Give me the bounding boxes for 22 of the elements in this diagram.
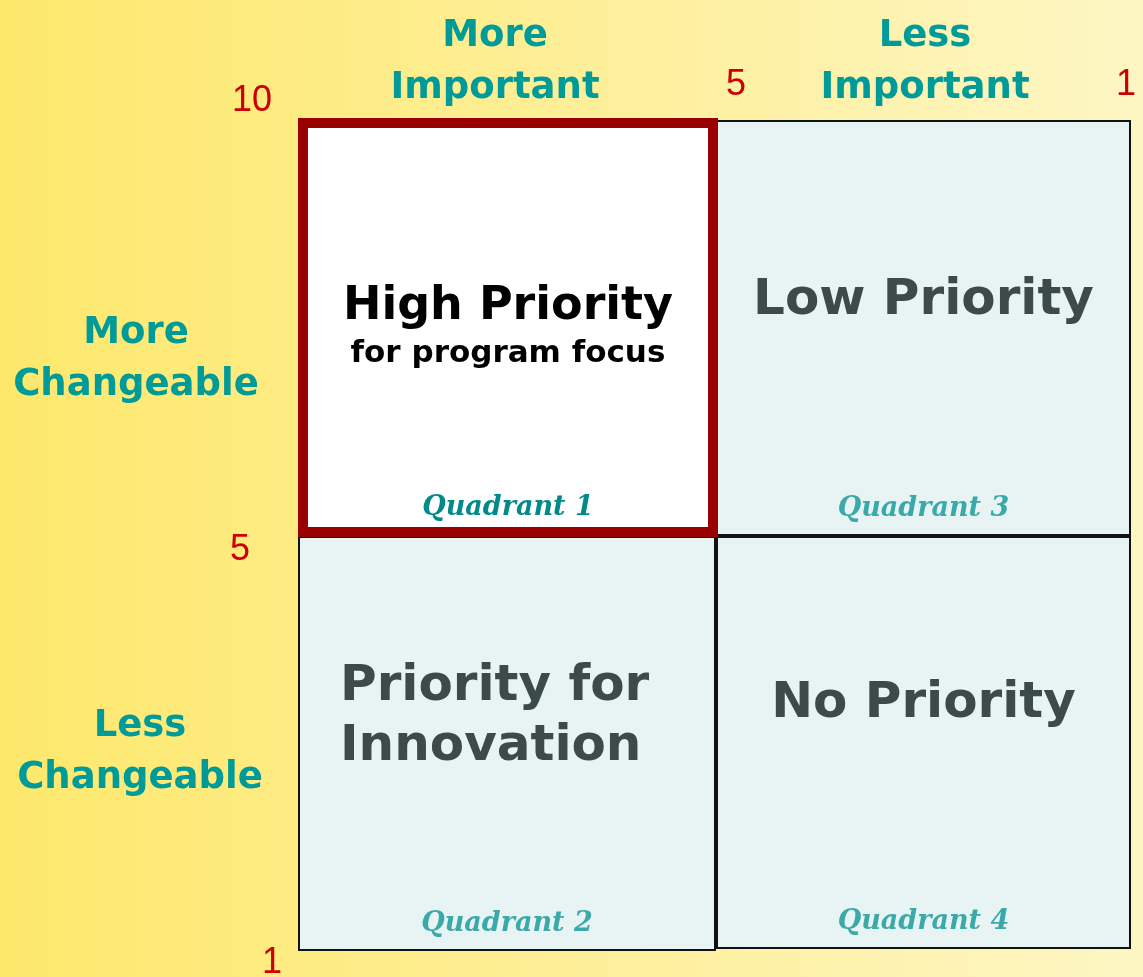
quadrant-box: [298, 536, 716, 951]
scale-number: 5: [726, 62, 747, 104]
quadrant-box: [298, 118, 718, 537]
scale-number: 5: [230, 527, 251, 569]
priority-subheading: for program focus: [349, 333, 667, 369]
quadrant-box: [716, 536, 1131, 949]
priority-heading: No Priority: [770, 670, 1077, 730]
priority-heading: Low Priority: [752, 267, 1095, 327]
priority-heading: Priority for Innovation: [339, 653, 651, 773]
quadrant-box: [716, 120, 1131, 536]
scale-number: 10: [232, 78, 273, 120]
axis-label: Less Important: [819, 11, 1031, 109]
quadrant-label: Quadrant 2: [420, 906, 594, 937]
scale-number: 1: [262, 940, 283, 977]
axis-label: More Changeable: [12, 308, 260, 406]
priority-heading: High Priority: [341, 275, 675, 332]
axis-label: Less Changeable: [16, 701, 264, 799]
quadrant-label: Quadrant 1: [421, 490, 595, 521]
quadrant-label: Quadrant 4: [836, 904, 1011, 935]
scale-number: 1: [1116, 62, 1137, 104]
axis-label: More Important: [389, 11, 601, 109]
quadrant-label: Quadrant 3: [836, 491, 1011, 522]
